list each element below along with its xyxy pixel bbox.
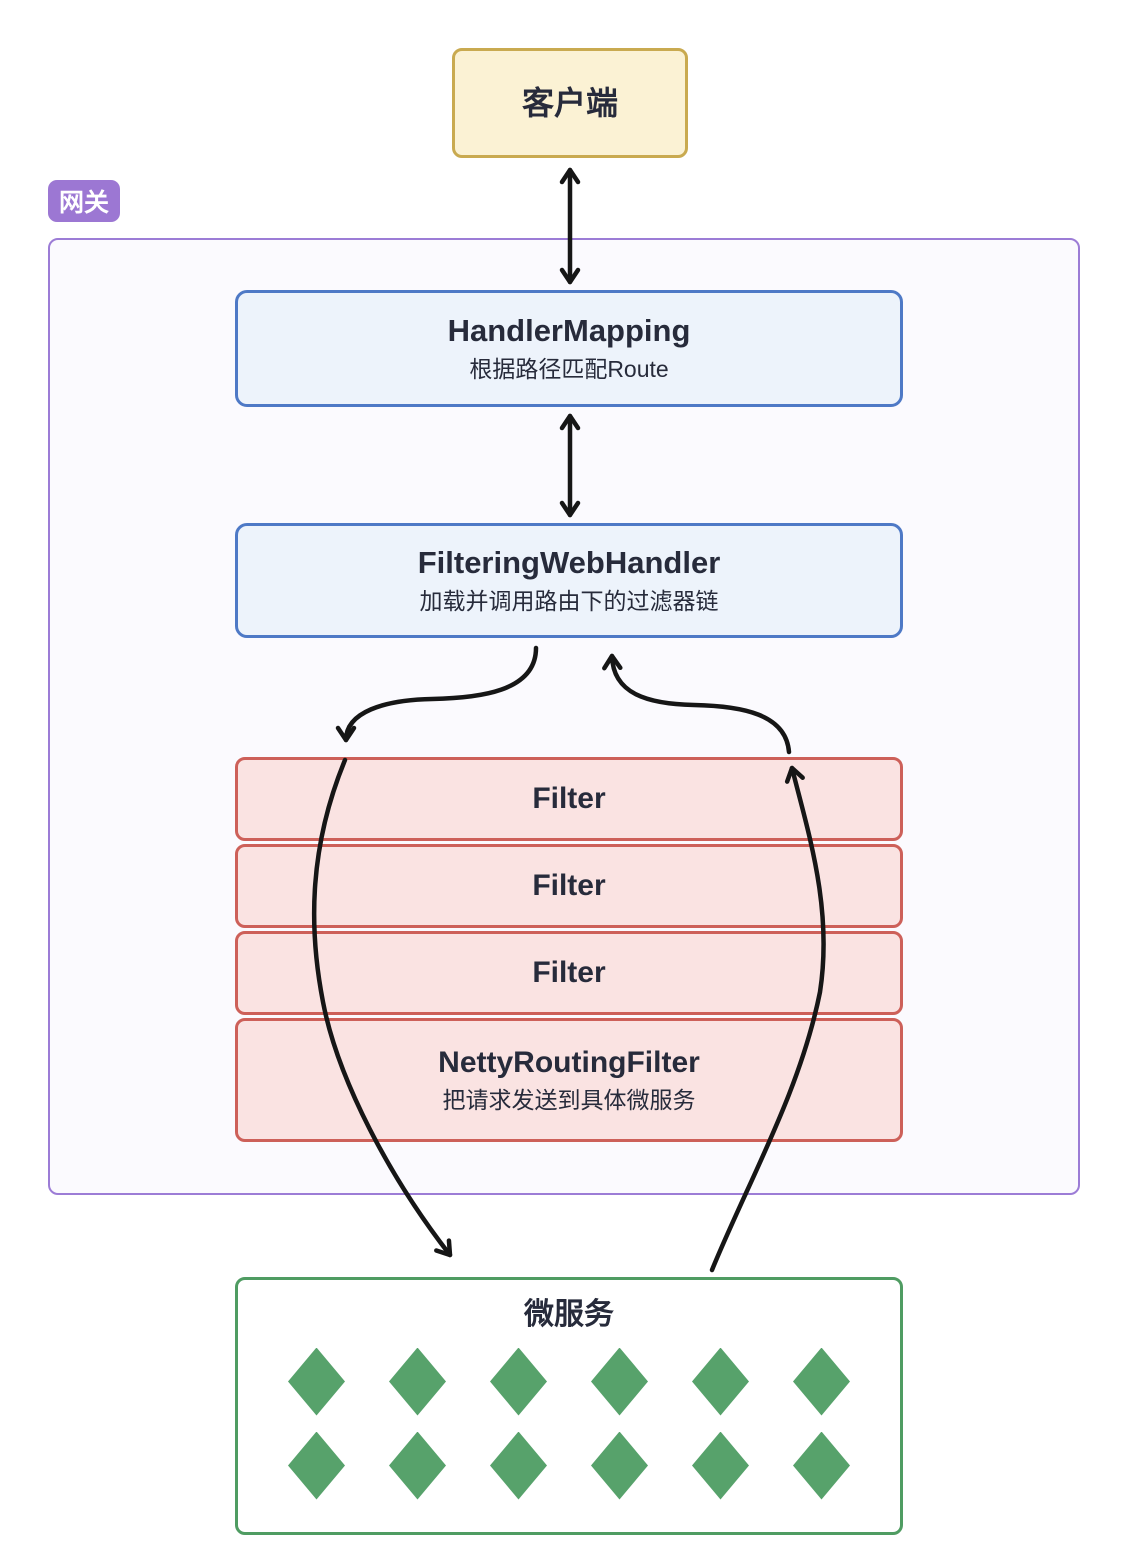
filter-label: Filter <box>532 869 606 903</box>
filter-node-1: Filter <box>235 757 903 841</box>
microservice-diamond <box>692 1347 749 1416</box>
filter-label: Filter <box>532 956 606 990</box>
handler-mapping-title: HandlerMapping <box>447 313 691 349</box>
handler-mapping-subtitle: 根据路径匹配Route <box>469 355 669 382</box>
microservice-diamond <box>288 1347 345 1416</box>
microservice-diamond <box>389 1431 446 1500</box>
microservice-diamond <box>591 1347 648 1416</box>
microservice-diamond <box>692 1431 749 1500</box>
netty-routing-filter-node: NettyRoutingFilter 把请求发送到具体微服务 <box>235 1018 903 1142</box>
microservice-diamond <box>793 1431 850 1500</box>
diamond-row <box>266 1424 872 1508</box>
filtering-web-handler-title: FilteringWebHandler <box>417 545 721 581</box>
microservice-diamond <box>288 1431 345 1500</box>
client-label: 客户端 <box>521 85 618 121</box>
netty-routing-filter-subtitle: 把请求发送到具体微服务 <box>442 1086 696 1113</box>
filter-label: Filter <box>532 782 606 816</box>
filtering-web-handler-node: FilteringWebHandler 加载并调用路由下的过滤器链 <box>235 523 903 638</box>
gateway-badge: 网关 <box>48 180 120 222</box>
client-node: 客户端 <box>452 48 688 158</box>
filter-node-3: Filter <box>235 931 903 1015</box>
microservices-node: 微服务 <box>235 1277 903 1535</box>
microservices-title: 微服务 <box>524 1298 614 1331</box>
microservice-diamond <box>591 1431 648 1500</box>
gateway-badge-label: 网关 <box>58 189 109 217</box>
microservice-diamond <box>490 1431 547 1500</box>
diamond-grid <box>238 1334 900 1508</box>
microservice-diamond <box>389 1347 446 1416</box>
handler-mapping-node: HandlerMapping 根据路径匹配Route <box>235 290 903 407</box>
netty-routing-filter-title: NettyRoutingFilter <box>438 1046 700 1080</box>
diamond-row <box>266 1340 872 1424</box>
filtering-web-handler-subtitle: 加载并调用路由下的过滤器链 <box>419 587 719 614</box>
microservice-diamond <box>490 1347 547 1416</box>
filter-node-2: Filter <box>235 844 903 928</box>
microservice-diamond <box>793 1347 850 1416</box>
